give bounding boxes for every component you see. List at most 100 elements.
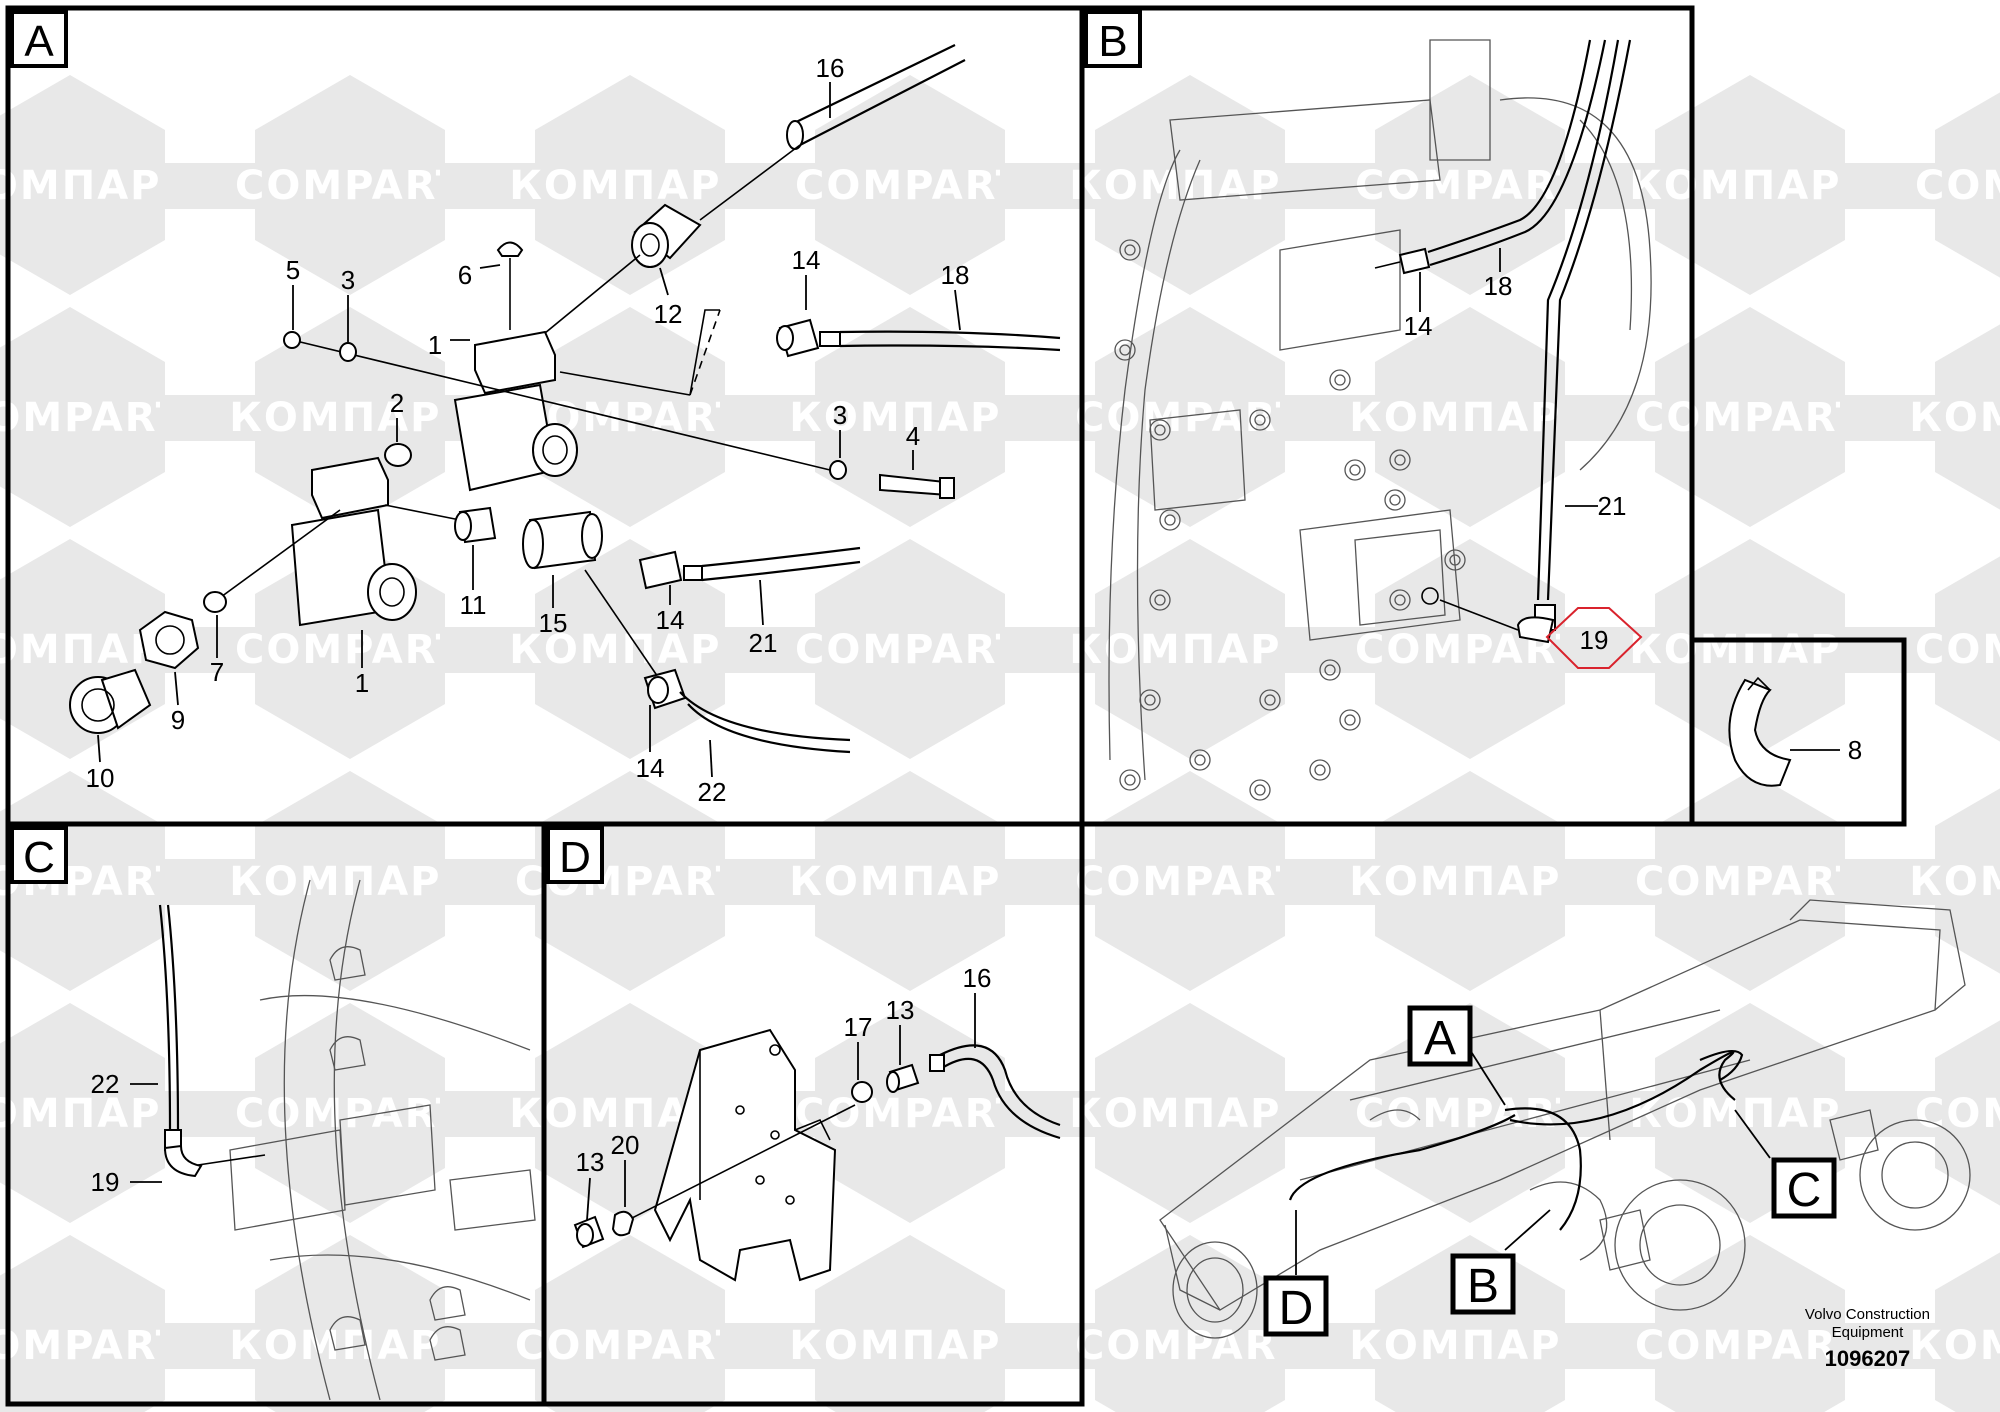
svg-text:D: D: [559, 833, 591, 882]
part-label: 11: [460, 545, 487, 620]
part-label: 1: [355, 630, 369, 698]
panel-letter-d: D: [546, 826, 604, 884]
part-label-text: 3: [341, 265, 355, 295]
watermark-text: КОМПАРТ: [229, 859, 471, 905]
watermark-text: КОМПАРТ: [229, 395, 471, 441]
part-label: 17: [844, 1012, 873, 1080]
watermark-text: COMPART: [235, 627, 465, 673]
watermark-text: КОМПАРТ: [1909, 395, 2000, 441]
part-label: 16: [816, 53, 844, 118]
part-label: 18: [941, 260, 970, 331]
watermark-text: COMPART: [1075, 859, 1305, 905]
watermark-text: КОМПАРТ: [1909, 859, 2000, 905]
svg-text:C: C: [23, 833, 55, 882]
watermark: КОМПАРТ: [1840, 771, 2000, 991]
svg-text:B: B: [1467, 1260, 1499, 1313]
watermark-text: COMPART: [0, 1323, 185, 1369]
part-label: 12: [654, 267, 683, 329]
overview-callout-b: B: [1450, 1253, 1516, 1315]
part-label: 15: [539, 575, 567, 638]
part-label: 7: [210, 615, 224, 687]
part-label-text: 14: [636, 753, 665, 783]
watermark: COMPART: [1840, 75, 2000, 295]
watermark-text: COMPART: [795, 163, 1025, 209]
part-label-text: 3: [833, 400, 847, 430]
watermark-text: COMPART: [235, 163, 465, 209]
watermark-text: COMPART: [1635, 1323, 1865, 1369]
panel-cable-tie-drawing: [1728, 676, 1792, 787]
watermark-text: COMPART: [1635, 859, 1865, 905]
watermark-text: КОМПАРТ: [1069, 627, 1311, 673]
part-label-text: 22: [91, 1069, 120, 1099]
watermark-text: COMPART: [795, 627, 1025, 673]
part-label: 16: [963, 963, 991, 1048]
svg-text:B: B: [1098, 17, 1127, 66]
watermark-text: КОМПАРТ: [789, 395, 1031, 441]
watermark-text: КОМПАРТ: [1069, 1091, 1311, 1137]
watermark-text: COMPART: [1635, 395, 1865, 441]
watermark: КОМПАРТ: [160, 1235, 540, 1412]
part-label-text: 5: [286, 255, 300, 285]
panel-a-drawing: [69, 44, 1061, 754]
part-label: 9: [171, 671, 185, 735]
part-label: 6: [458, 260, 501, 290]
watermark: COMPART: [1840, 539, 2000, 759]
watermark-text: КОМПАРТ: [0, 163, 191, 209]
part-label: 2: [390, 388, 404, 442]
part-label-text: 21: [1598, 491, 1627, 521]
part-label-text: 18: [941, 260, 970, 290]
svg-text:D: D: [1279, 1282, 1314, 1335]
part-label-text: 19: [91, 1167, 120, 1197]
part-label: 3: [341, 265, 355, 342]
part-label: 21: [749, 579, 777, 658]
part-label-text: 8: [1848, 735, 1862, 765]
part-label-text: 1: [428, 330, 442, 360]
watermark-text: КОМПАРТ: [789, 1323, 1031, 1369]
panel-frames: [5, 5, 1907, 1407]
overview-callout-c: C: [1771, 1157, 1837, 1219]
panel-letter-b: B: [1084, 10, 1142, 68]
svg-text:C: C: [1787, 1164, 1822, 1217]
part-label-text: 7: [210, 657, 224, 687]
watermark-text: COMPART: [1355, 163, 1585, 209]
part-label-text: 14: [792, 245, 821, 275]
part-label: 1: [428, 330, 470, 360]
part-label: 5: [286, 255, 300, 330]
part-label-text: 9: [171, 705, 185, 735]
part-label-text: 22: [698, 777, 727, 807]
panel-letter-a: A: [10, 10, 68, 68]
watermark-text: COMPART: [1355, 1091, 1585, 1137]
part-label: 13: [576, 1147, 604, 1221]
panel-b-drawing: [1108, 39, 1652, 801]
document-number: 1096207: [1824, 1346, 1911, 1371]
part-label-text: 1: [355, 668, 369, 698]
watermark: КОМПАРТ: [1840, 1235, 2000, 1412]
watermark-text: COMPART: [0, 395, 185, 441]
watermark-text: COMPART: [1075, 395, 1305, 441]
part-label: 14: [656, 585, 685, 635]
watermark-text: КОМПАРТ: [1349, 395, 1591, 441]
part-label: 21: [1565, 491, 1626, 521]
part-label-text: 6: [458, 260, 472, 290]
part-label-text: 14: [656, 605, 685, 635]
panel-c-drawing: [158, 879, 536, 1401]
part-label-text: 11: [460, 590, 487, 620]
watermark-text: КОМПАРТ: [1629, 163, 1871, 209]
svg-text:A: A: [24, 17, 54, 66]
watermark-text: КОМПАРТ: [509, 163, 751, 209]
watermark-text: КОМПАРТ: [789, 859, 1031, 905]
panel-letters: A B C D A B C D: [10, 10, 1837, 1337]
part-label-text: 4: [906, 421, 920, 451]
overview-callout-d: D: [1263, 1275, 1329, 1337]
part-label: 4: [906, 421, 920, 470]
watermark-text: COMPART: [1915, 627, 2000, 673]
part-label-text: 20: [611, 1130, 640, 1160]
part-label-text: 17: [844, 1012, 873, 1042]
part-label-text: 12: [654, 299, 683, 329]
part-label: 3: [833, 400, 847, 458]
overview-callout-a: A: [1407, 1005, 1473, 1067]
watermark-text: COMPART: [235, 1091, 465, 1137]
part-label-text: 19: [1580, 625, 1609, 655]
